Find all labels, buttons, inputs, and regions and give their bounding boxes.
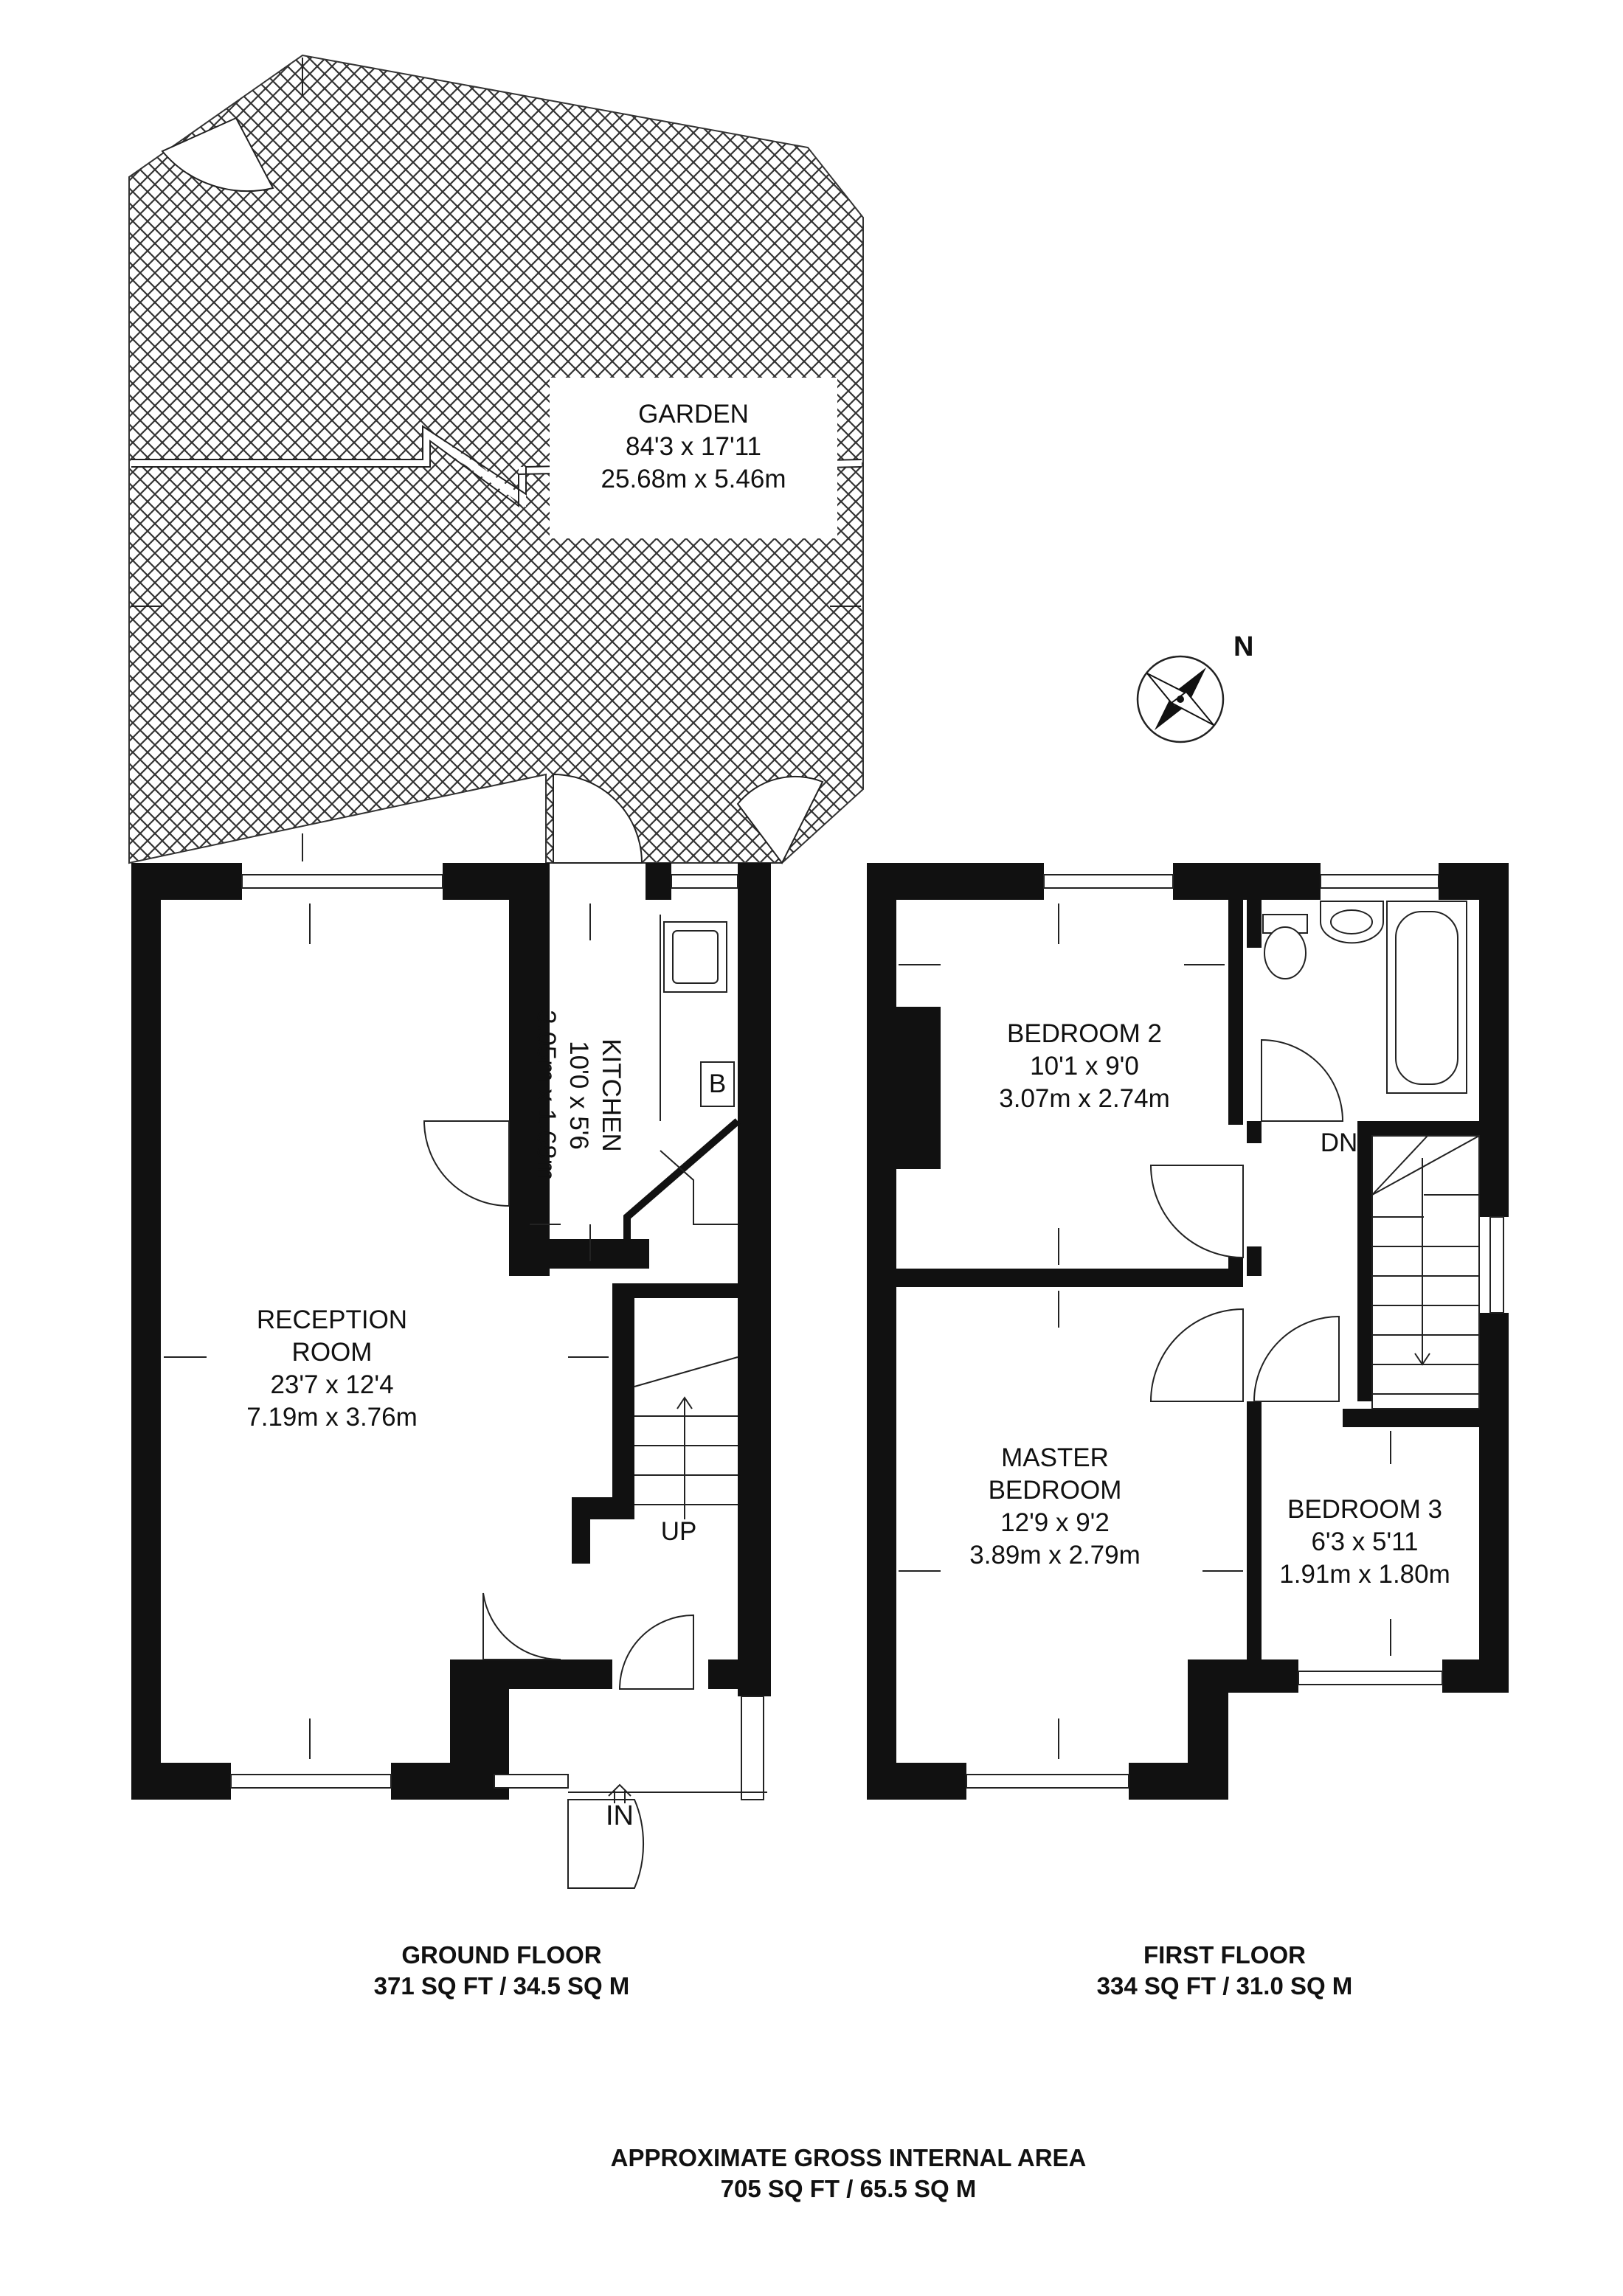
boiler-icon — [700, 1061, 735, 1107]
reception-name-line2: ROOM — [291, 1338, 373, 1367]
kitchen-imperial: 10'0 x 5'6 — [564, 1041, 593, 1150]
garden-metric: 25.68m x 5.46m — [601, 465, 786, 493]
boiler-label: B — [708, 1069, 727, 1098]
garden-label: GARDEN 84'3 x 17'11 25.68m x 5.46m — [550, 398, 837, 496]
reception-imperial: 23'7 x 12'4 — [270, 1370, 394, 1399]
bath-icon — [1386, 901, 1467, 1094]
bedroom2-imperial: 10'1 x 9'0 — [1030, 1052, 1139, 1081]
total-area-value: 705 SQ FT / 65.5 SQ M — [720, 2175, 977, 2202]
bedroom3-metric: 1.91m x 1.80m — [1279, 1560, 1450, 1589]
first-floor-stairs — [1371, 1135, 1480, 1409]
ground-floor-area: 371 SQ FT / 34.5 SQ M — [373, 1972, 630, 2000]
toilet-icon — [1262, 914, 1308, 979]
garden-label-box — [550, 378, 837, 538]
master-metric: 3.89m x 2.79m — [969, 1541, 1141, 1570]
ground-stairs — [634, 1356, 738, 1519]
compass-icon — [1136, 655, 1225, 743]
ground-floor-walls — [131, 863, 771, 1800]
bedroom2-metric: 3.07m x 2.74m — [999, 1084, 1170, 1113]
bedroom2-name: BEDROOM 2 — [1006, 1019, 1163, 1048]
master-name-line2: BEDROOM — [988, 1476, 1122, 1505]
kitchen-name: KITCHEN — [597, 1038, 626, 1152]
reception-metric: 7.19m x 3.76m — [246, 1403, 418, 1432]
kitchen-metric: 3.05m x 1.68m — [532, 1010, 561, 1181]
reception-name-line1: RECEPTION — [256, 1305, 408, 1334]
total-area-title: APPROXIMATE GROSS INTERNAL AREA — [610, 2144, 1087, 2171]
washbasin-icon — [1320, 901, 1384, 944]
bedroom3-label: BEDROOM 3 6'3 x 5'11 1.91m x 1.80m — [1254, 1494, 1475, 1591]
ground-floor-name: GROUND FLOOR — [401, 1941, 602, 1969]
bedroom2-label: BEDROOM 2 10'1 x 9'0 3.07m x 2.74m — [944, 1018, 1225, 1115]
first-floor-caption: FIRST FLOOR 334 SQ FT / 31.0 SQ M — [1003, 1940, 1446, 2002]
master-name-line1: MASTER — [1001, 1443, 1109, 1472]
reception-label: RECEPTION ROOM 23'7 x 12'4 7.19m x 3.76m — [184, 1304, 480, 1434]
stairs-down-label: DN — [1320, 1128, 1358, 1157]
total-area-caption: APPROXIMATE GROSS INTERNAL AREA 705 SQ F… — [516, 2143, 1180, 2205]
master-imperial: 12'9 x 9'2 — [1000, 1508, 1110, 1537]
compass-north-label: N — [1233, 631, 1254, 662]
first-floor-area: 334 SQ FT / 31.0 SQ M — [1096, 1972, 1353, 2000]
garden-name: GARDEN — [638, 400, 749, 429]
first-floor-name: FIRST FLOOR — [1143, 1941, 1306, 1969]
first-dimension-markers — [899, 904, 1391, 1759]
stairs-up-label: UP — [660, 1517, 697, 1546]
garden-imperial: 84'3 x 17'11 — [626, 432, 761, 461]
bedroom3-imperial: 6'3 x 5'11 — [1311, 1527, 1419, 1556]
kitchen-label: KITCHEN 10'0 x 5'6 3.05m x 1.68m — [531, 970, 627, 1221]
first-floor-walls — [867, 863, 1509, 1800]
ground-dimension-markers — [164, 904, 734, 1759]
entrance-label: IN — [606, 1800, 634, 1831]
bedroom3-name: BEDROOM 3 — [1287, 1495, 1443, 1524]
master-bedroom-label: MASTER BEDROOM 12'9 x 9'2 3.89m x 2.79m — [915, 1442, 1195, 1572]
garden-area — [128, 54, 864, 864]
ground-floor-caption: GROUND FLOOR 371 SQ FT / 34.5 SQ M — [280, 1940, 723, 2002]
